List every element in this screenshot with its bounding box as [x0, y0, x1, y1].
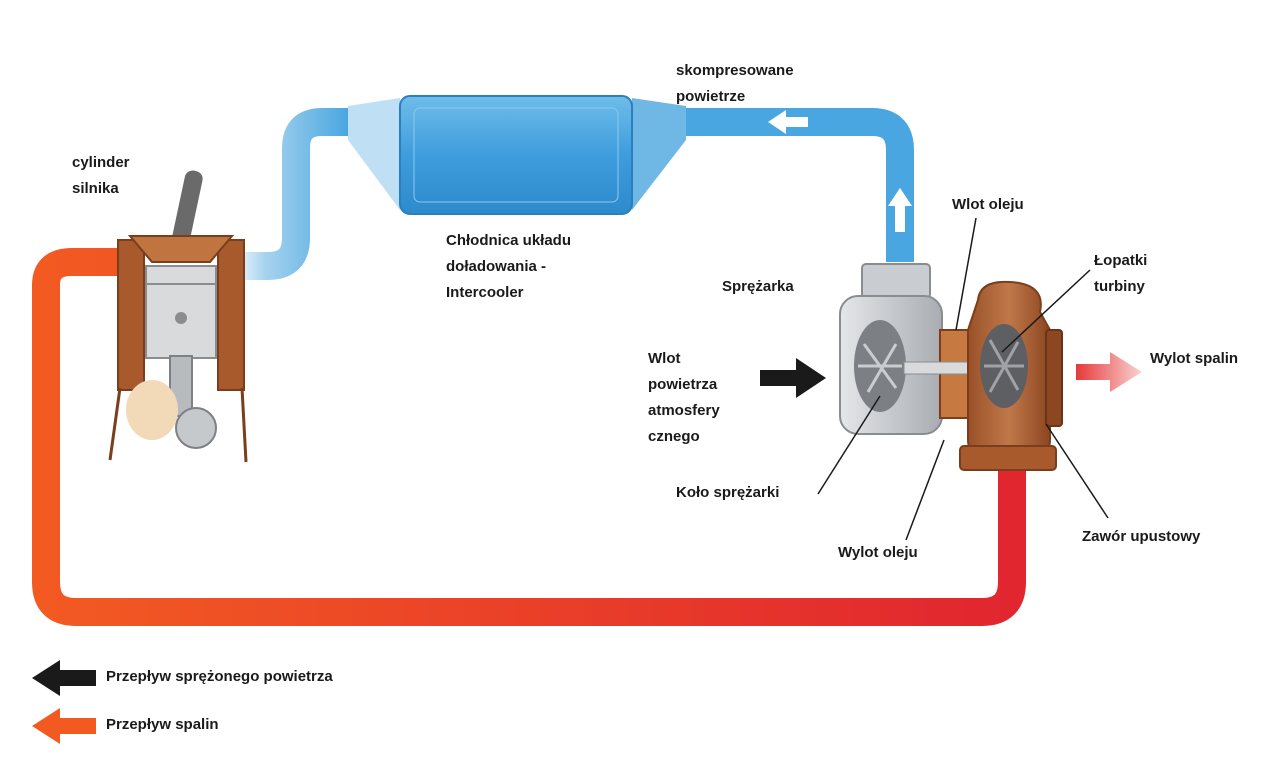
intercooler: [348, 95, 686, 215]
legend-air-arrow: [32, 660, 96, 696]
label-compressor: Sprężarka: [722, 278, 794, 295]
label-intercooler: Chłodnica układu doładowania - Intercool…: [446, 232, 572, 301]
exhaust-pipe: [32, 248, 1026, 626]
cooled-air-pipe: [238, 108, 348, 280]
label-exhaust-outlet: Wylot spalin: [1150, 350, 1239, 367]
leader-lines: [817, 217, 1109, 541]
label-wastegate: Zawór upustowy: [1082, 528, 1201, 545]
air-inlet-arrow: [760, 358, 826, 398]
label-oil-outlet: Wylot oleju: [838, 544, 918, 561]
turbine-housing: [959, 280, 1063, 471]
legend-exhaust-arrow: [32, 708, 96, 744]
label-turbine-blades: Łopatki turbiny: [1094, 252, 1148, 295]
label-compressor-wheel: Koło sprężarki: [676, 484, 780, 501]
compressor-housing: [839, 263, 943, 435]
legend-compressed-air: Przepływ sprężonego powietrza: [106, 668, 333, 685]
legend-exhaust: Przepływ spalin: [106, 716, 219, 733]
label-compressed-air: skompresowane powietrze: [676, 62, 794, 105]
white-arrow-up: [888, 188, 912, 232]
exhaust-outlet-arrow: [1076, 352, 1142, 392]
label-oil-inlet: Wlot oleju: [952, 196, 1024, 213]
white-arrow-left: [768, 110, 808, 134]
engine-cylinder: [108, 170, 248, 463]
compressed-air-pipe: [686, 108, 914, 262]
label-cylinder: cylinder silnika: [72, 154, 130, 197]
label-air-inlet: Wlot powietrza atmosfery cznego: [648, 350, 720, 445]
